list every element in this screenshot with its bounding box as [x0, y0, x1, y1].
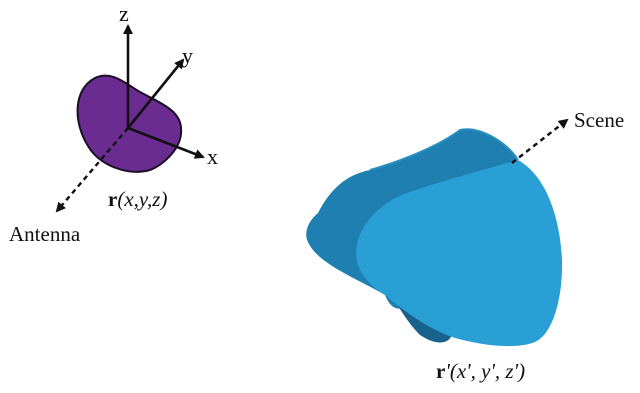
x-axis	[127, 126, 205, 159]
antenna-direction-arrow	[55, 127, 129, 213]
antenna-shape	[76, 74, 183, 173]
scene-group: Scene r'(x', y', z')	[306, 108, 624, 383]
y-axis-label: y	[182, 43, 193, 68]
x-axis-label: x	[207, 144, 218, 169]
scene-front-face	[356, 160, 563, 347]
antenna-group: z y x r(x,y,z) Antenna	[9, 1, 218, 246]
antenna-label: Antenna	[9, 222, 81, 246]
scene-position-bold: r	[436, 359, 445, 383]
z-axis-label: z	[119, 1, 129, 26]
scene-position-coords: '(x', y', z')	[445, 359, 525, 383]
antenna-position-label: r(x,y,z)	[108, 187, 167, 211]
scene-top-edge	[369, 128, 519, 171]
scene-direction-arrow	[511, 118, 569, 164]
antenna-position-bold: r	[108, 187, 117, 211]
scene-label: Scene	[574, 108, 624, 132]
scene-position-label: r'(x', y', z')	[436, 359, 525, 383]
antenna-position-coords: (x,y,z)	[117, 187, 167, 211]
y-axis	[126, 58, 185, 129]
